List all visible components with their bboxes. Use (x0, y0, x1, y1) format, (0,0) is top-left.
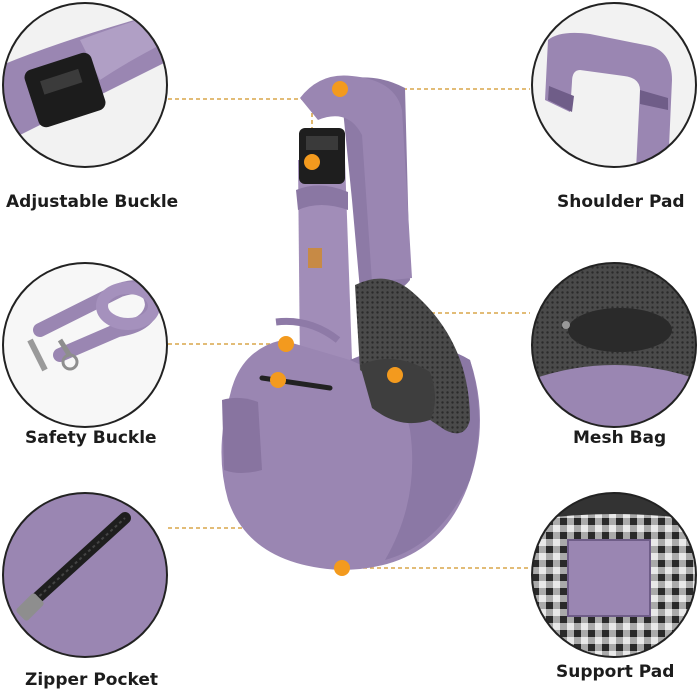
label-shoulder-pad: Shoulder Pad (557, 192, 685, 212)
sling-bag-product (221, 75, 480, 570)
label-support-pad: Support Pad (556, 662, 675, 682)
detail-safety-buckle-icon (2, 262, 168, 428)
marker-zipper-pocket (270, 372, 286, 388)
label-adjustable-buckle: Adjustable Buckle (6, 192, 179, 212)
detail-support-pad-icon (531, 492, 697, 658)
marker-support-pad (334, 560, 350, 576)
marker-safety-buckle (278, 336, 294, 352)
detail-adjustable-buckle-icon (2, 2, 168, 168)
marker-adjustable-buckle (304, 154, 320, 170)
label-safety-buckle: Safety Buckle (25, 428, 157, 448)
detail-mesh-bag-icon (531, 262, 697, 428)
detail-shoulder-pad-icon (531, 2, 697, 168)
label-zipper-pocket: Zipper Pocket (25, 670, 159, 690)
label-mesh-bag: Mesh Bag (573, 428, 667, 448)
callout-markers (270, 81, 403, 576)
marker-mesh-bag (387, 367, 403, 383)
marker-shoulder-pad (332, 81, 348, 97)
detail-zipper-pocket-icon (2, 492, 168, 658)
